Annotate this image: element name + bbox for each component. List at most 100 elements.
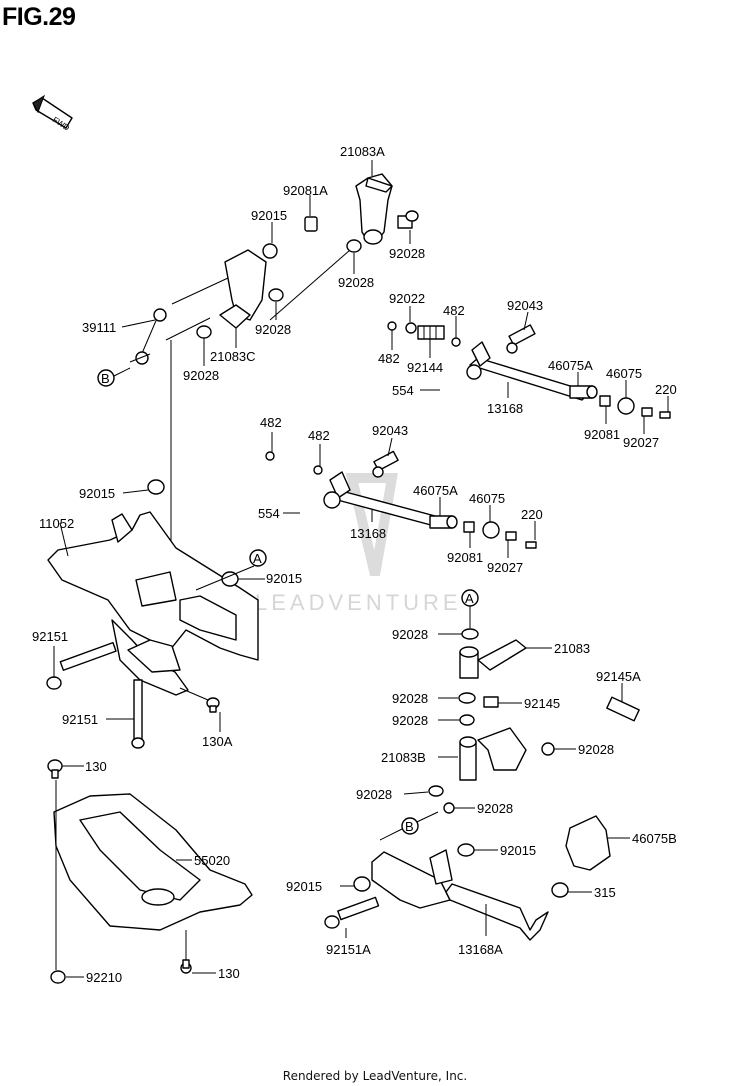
watermark-logo-icon xyxy=(345,473,398,577)
label-92015-e: 92015 xyxy=(286,879,322,894)
bolt-92081A xyxy=(304,216,318,232)
shaft-13168A xyxy=(445,883,549,941)
collar-92028-i xyxy=(428,785,444,797)
label-92028-g: 92028 xyxy=(392,713,428,728)
label-92151-b: 92151 xyxy=(62,712,98,727)
label-220-b: 220 xyxy=(521,507,543,522)
label-482-a: 482 xyxy=(443,303,465,318)
label-130-a: 130 xyxy=(85,759,107,774)
label-130-b: 130 xyxy=(218,966,240,981)
guide-line-diag2 xyxy=(171,277,229,305)
label-482-c: 482 xyxy=(260,415,282,430)
spring-92145A xyxy=(606,696,640,722)
pin-46075A-a xyxy=(569,385,598,399)
label-92027-b: 92027 xyxy=(487,560,523,575)
label-21083: 21083 xyxy=(554,641,590,656)
label-55020: 55020 xyxy=(194,853,230,868)
footer-credit: Rendered by LeadVenture, Inc. xyxy=(282,1069,468,1083)
clip-482-d xyxy=(313,465,323,475)
rod-39111 xyxy=(129,308,167,365)
collar-92028-f xyxy=(458,692,476,704)
label-92028-j: 92028 xyxy=(477,801,513,816)
washer-92022 xyxy=(405,322,417,334)
label-554-a: 554 xyxy=(392,383,414,398)
label-46075A-b: 46075A xyxy=(413,483,458,498)
label-21083C: 21083C xyxy=(210,349,256,364)
label-13168A: 13168A xyxy=(458,942,503,957)
part-labels: 21083A 92081A 92015 92028 92028 39111 92… xyxy=(32,144,677,985)
frame-11052 xyxy=(47,511,259,696)
bolt-92151-b xyxy=(131,679,145,749)
washer-92028-e xyxy=(461,628,479,640)
label-220-a: 220 xyxy=(655,382,677,397)
label-130A: 130A xyxy=(202,734,233,749)
spring-92144 xyxy=(417,325,445,340)
sleeve-21083C xyxy=(219,288,284,329)
label-92028-low: 92028 xyxy=(183,368,219,383)
pedal-pad-46075B xyxy=(565,815,611,871)
label-92043-b: 92043 xyxy=(372,423,408,438)
pin-46075A-b xyxy=(429,515,458,529)
label-554-b: 554 xyxy=(258,506,280,521)
label-46075A-a: 46075A xyxy=(548,358,593,373)
leader-lines xyxy=(53,160,669,978)
label-21083B: 21083B xyxy=(381,750,426,765)
skid-plate-55020 xyxy=(53,793,253,931)
collar-92028-top xyxy=(397,210,419,229)
bolt-92151A xyxy=(324,896,380,929)
label-13168-b: 13168 xyxy=(350,526,386,541)
label-46075B: 46075B xyxy=(632,831,677,846)
shaft-line xyxy=(269,249,351,321)
label-315: 315 xyxy=(594,885,616,900)
spring-92145 xyxy=(483,696,499,708)
label-92210: 92210 xyxy=(86,970,122,985)
label-39111: 39111 xyxy=(82,320,116,335)
label-92028-top-bottom: 92028 xyxy=(338,275,374,290)
screw-220-b xyxy=(525,541,537,549)
label-46075-b: 46075 xyxy=(469,491,505,506)
label-482-b: 482 xyxy=(378,351,400,366)
lever-21083B xyxy=(459,727,527,781)
bracket-plate xyxy=(224,249,267,321)
callout-a-right: A xyxy=(461,589,479,628)
washer-92028-j xyxy=(443,802,455,814)
collar-92028-h xyxy=(541,742,555,756)
label-92028-i: 92028 xyxy=(356,787,392,802)
label-92015-c: 92015 xyxy=(266,571,302,586)
label-92145A: 92145A xyxy=(596,669,641,684)
callout-a-frame: A xyxy=(195,549,267,591)
bolt-130A xyxy=(206,697,220,713)
bracket-lower xyxy=(371,849,453,909)
label-92028-f: 92028 xyxy=(392,691,428,706)
label-92015-b: 92015 xyxy=(79,486,115,501)
label-92081-a: 92081 xyxy=(584,427,620,442)
nut-92015-e xyxy=(353,876,371,892)
svg-text:B: B xyxy=(405,819,414,834)
callout-b-lower: B xyxy=(401,817,419,835)
label-92015-top: 92015 xyxy=(251,208,287,223)
label-46075-a: 46075 xyxy=(606,366,642,381)
label-92151A: 92151A xyxy=(326,942,371,957)
label-92081-b: 92081 xyxy=(447,550,483,565)
label-92081A: 92081A xyxy=(283,183,328,198)
label-11052: 11052 xyxy=(39,516,74,531)
nut-92015-d xyxy=(457,843,475,857)
guide-line-130A xyxy=(179,687,209,701)
label-92027-a: 92027 xyxy=(623,435,659,450)
figure-title: FIG.29 xyxy=(2,3,76,31)
bolt-130-b xyxy=(180,959,192,974)
label-92022: 92022 xyxy=(389,291,425,306)
label-92028-e: 92028 xyxy=(392,627,428,642)
label-13168-a: 13168 xyxy=(487,401,523,416)
label-21083A: 21083A xyxy=(340,144,385,159)
svg-text:A: A xyxy=(465,591,474,606)
bolt-92043-b xyxy=(372,450,399,478)
bolt-130-a xyxy=(47,759,63,779)
pin-92027-a xyxy=(641,407,653,417)
label-92028-top-right: 92028 xyxy=(389,246,425,261)
nut-92015-top xyxy=(262,243,278,259)
nut-46075-b xyxy=(482,521,500,539)
label-92151-a: 92151 xyxy=(32,629,68,644)
label-92028-h: 92028 xyxy=(578,742,614,757)
bolt-92043-a xyxy=(506,324,536,354)
